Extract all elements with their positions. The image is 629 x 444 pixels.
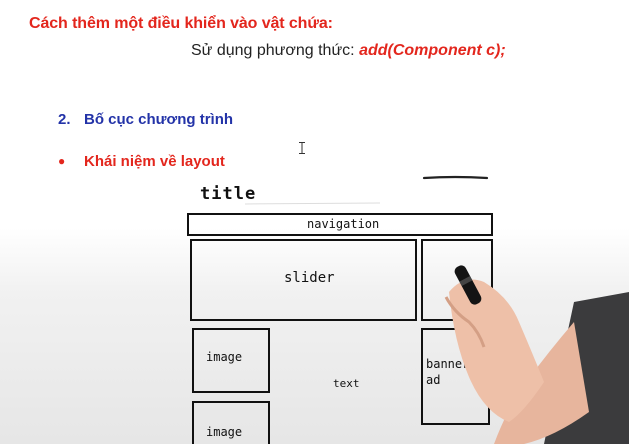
method-prefix: Sử dụng phương thức: — [191, 42, 360, 59]
marker-stroke — [422, 175, 489, 180]
section-title: Bố cục chương trình — [84, 111, 234, 128]
bullet-text: Khái niệm về layout — [84, 153, 225, 170]
section-heading: 2. Bố cục chương trình — [58, 111, 233, 128]
text-cursor-icon — [299, 142, 305, 154]
marker-cap-ring — [459, 276, 473, 287]
title-underline — [244, 202, 381, 205]
method-line: Sử dụng phương thức: add(Component c); — [191, 42, 506, 60]
sketch-title-label: title — [200, 184, 257, 204]
presenter-hand — [444, 265, 629, 444]
palm-shape — [449, 279, 544, 422]
sketch-banner-ad-label: banner ad — [426, 357, 470, 387]
sketch-navigation-label: navigation — [307, 217, 380, 231]
bullet-dot: ● — [58, 154, 66, 168]
sketch-text-label: text — [333, 377, 360, 390]
finger-shape — [444, 296, 486, 348]
slide-heading: Cách thêm một điều khiển vào vật chứa: — [29, 15, 333, 32]
method-code: add(Component c); — [359, 42, 506, 59]
sketch-image-label-2: image — [206, 425, 243, 439]
section-number: 2. — [58, 111, 71, 128]
sketch-slider-label: slider — [284, 270, 335, 286]
sketch-image-label-1: image — [206, 350, 243, 364]
bullet-item: ● Khái niệm về layout — [58, 153, 225, 170]
marker-body — [454, 265, 482, 305]
